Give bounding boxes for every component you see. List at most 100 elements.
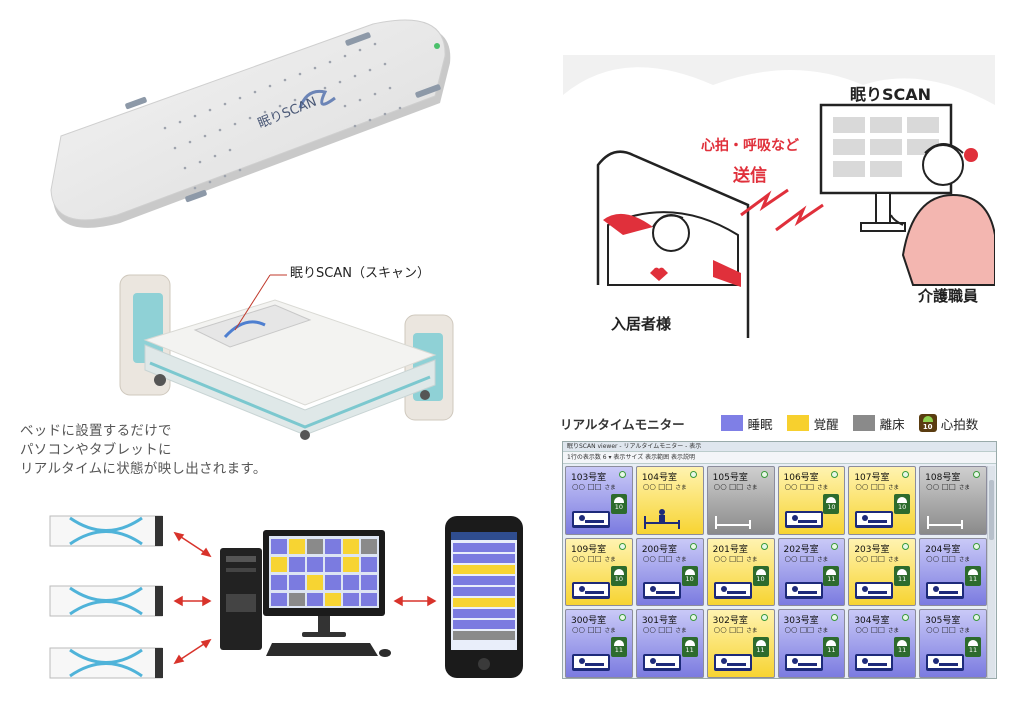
bed-occupancy-icon [642,653,681,671]
status-dot-icon [618,542,626,550]
resident-name: ○○ □□さま [714,625,758,634]
room-name: 301号室 [641,616,678,627]
resident-placeholder: ○○ □□ [926,553,956,563]
vertical-scrollbar[interactable] [987,466,995,678]
legend-awake-swatch [786,415,809,431]
resident-placeholder: ○○ □□ [572,625,602,635]
resident-placeholder: ○○ □□ [713,553,744,563]
signal-text-2: 送信 [733,166,767,186]
resident-label: 入居者様 [611,315,672,333]
room-tile[interactable]: 105号室○○ □□さま [706,466,775,535]
status-dot-icon [973,542,980,550]
resident-honorific: さま [958,485,970,491]
room-tile[interactable]: 104号室○○ □□さま [635,466,704,535]
bed-occupancy-icon [714,515,751,529]
caption-line-3: リアルタイムに状態が映し出されます。 [20,461,267,477]
resident-placeholder: ○○ □□ [855,482,885,491]
status-dot-icon [618,471,626,478]
sensor-mat-2 [49,585,163,617]
bed-occupancy-icon [926,653,965,671]
signal-text-1: 心拍・呼吸など [701,138,799,154]
window-toolbar[interactable]: 1行の表示数 6 ▾ 表示サイズ 表示範囲 表示説明 [563,452,996,464]
room-tile[interactable]: 305号室○○ □□さま 11 [919,609,987,678]
resident-honorific: さま [746,556,758,563]
resident-placeholder: ○○ □□ [713,482,744,491]
heart-rate-badge: 11 [823,565,840,586]
status-dot-icon [902,614,910,622]
bed-occupancy-icon [572,510,610,528]
status-dot-icon [831,614,839,622]
realtime-monitor-window: 眠りSCAN viewer - リアルタイムモニター - 表示 1行の表示数 6… [562,441,997,679]
resident-name: ○○ □□さま [926,554,970,563]
room-tile[interactable]: 301号室○○ □□さま 11 [635,609,704,678]
legend-awake: 覚醒 [786,414,839,433]
monitor-title: リアルタイムモニター [560,416,685,432]
resident-name: ○○ □□さま [572,482,616,491]
status-dot-icon [760,542,768,550]
resident-honorific: さま [746,628,758,635]
room-name: 105号室 [712,473,748,483]
resident-name: ○○ □□さま [643,625,687,634]
resident-name: ○○ □□さま [855,625,899,634]
legend-heart-rate-label: 心拍数 [940,416,979,432]
room-name: 204号室 [925,544,961,555]
scrollbar-thumb[interactable] [989,480,994,540]
resident-honorific: さま [958,556,970,563]
heart-rate-badge: 11 [681,637,698,658]
room-name: 109号室 [571,544,607,555]
resident-honorific: さま [604,485,616,491]
legend-heart-rate: 10 心拍数 [918,414,979,433]
caption-line-1: ベッドに設置するだけで [20,423,172,439]
resident-name: ○○ □□さま [714,554,758,563]
status-dot-icon [618,614,626,622]
resident-name: ○○ □□さま [643,482,687,491]
heart-rate-badge: 11 [752,637,769,658]
resident-placeholder: ○○ □□ [784,625,815,635]
bed-occupancy-icon [784,582,823,600]
room-tile[interactable]: 108号室○○ □□さま [919,466,987,535]
resident-placeholder: ○○ □□ [855,553,885,563]
room-name: 107号室 [854,473,890,483]
resident-name: ○○ □□さま [785,625,829,634]
sensor-mat-1 [49,515,163,547]
resident-name: ○○ □□さま [855,554,899,563]
resident-name: ○○ □□さま [926,482,970,491]
resident-name: ○○ □□さま [926,625,970,634]
heart-rate-badge: 10 [610,565,627,586]
room-name: 305号室 [925,616,961,627]
resident-honorific: さま [675,628,687,635]
bed-occupancy-icon [572,653,610,671]
resident-placeholder: ○○ □□ [926,482,956,491]
heart-rate-badge: 10 [823,494,840,514]
bed-occupancy-icon [927,515,964,529]
status-dot-icon [902,471,910,478]
room-name: 300号室 [571,616,607,627]
status-dot-icon [973,471,980,478]
resident-honorific: さま [746,485,758,491]
legend-away: 離床 [852,414,905,433]
resident-name: ○○ □□さま [785,482,829,491]
bed-occupancy-icon [855,510,894,528]
bed-occupancy-icon [642,582,681,600]
legend-awake-label: 覚醒 [813,416,839,432]
room-name: 303号室 [783,616,819,627]
heart-rate-badge: 11 [965,637,981,658]
resident-placeholder: ○○ □□ [713,625,744,635]
bed-occupancy-icon [713,653,752,671]
pc-tower [220,548,262,650]
heart-rate-badge: 10 [681,565,698,586]
